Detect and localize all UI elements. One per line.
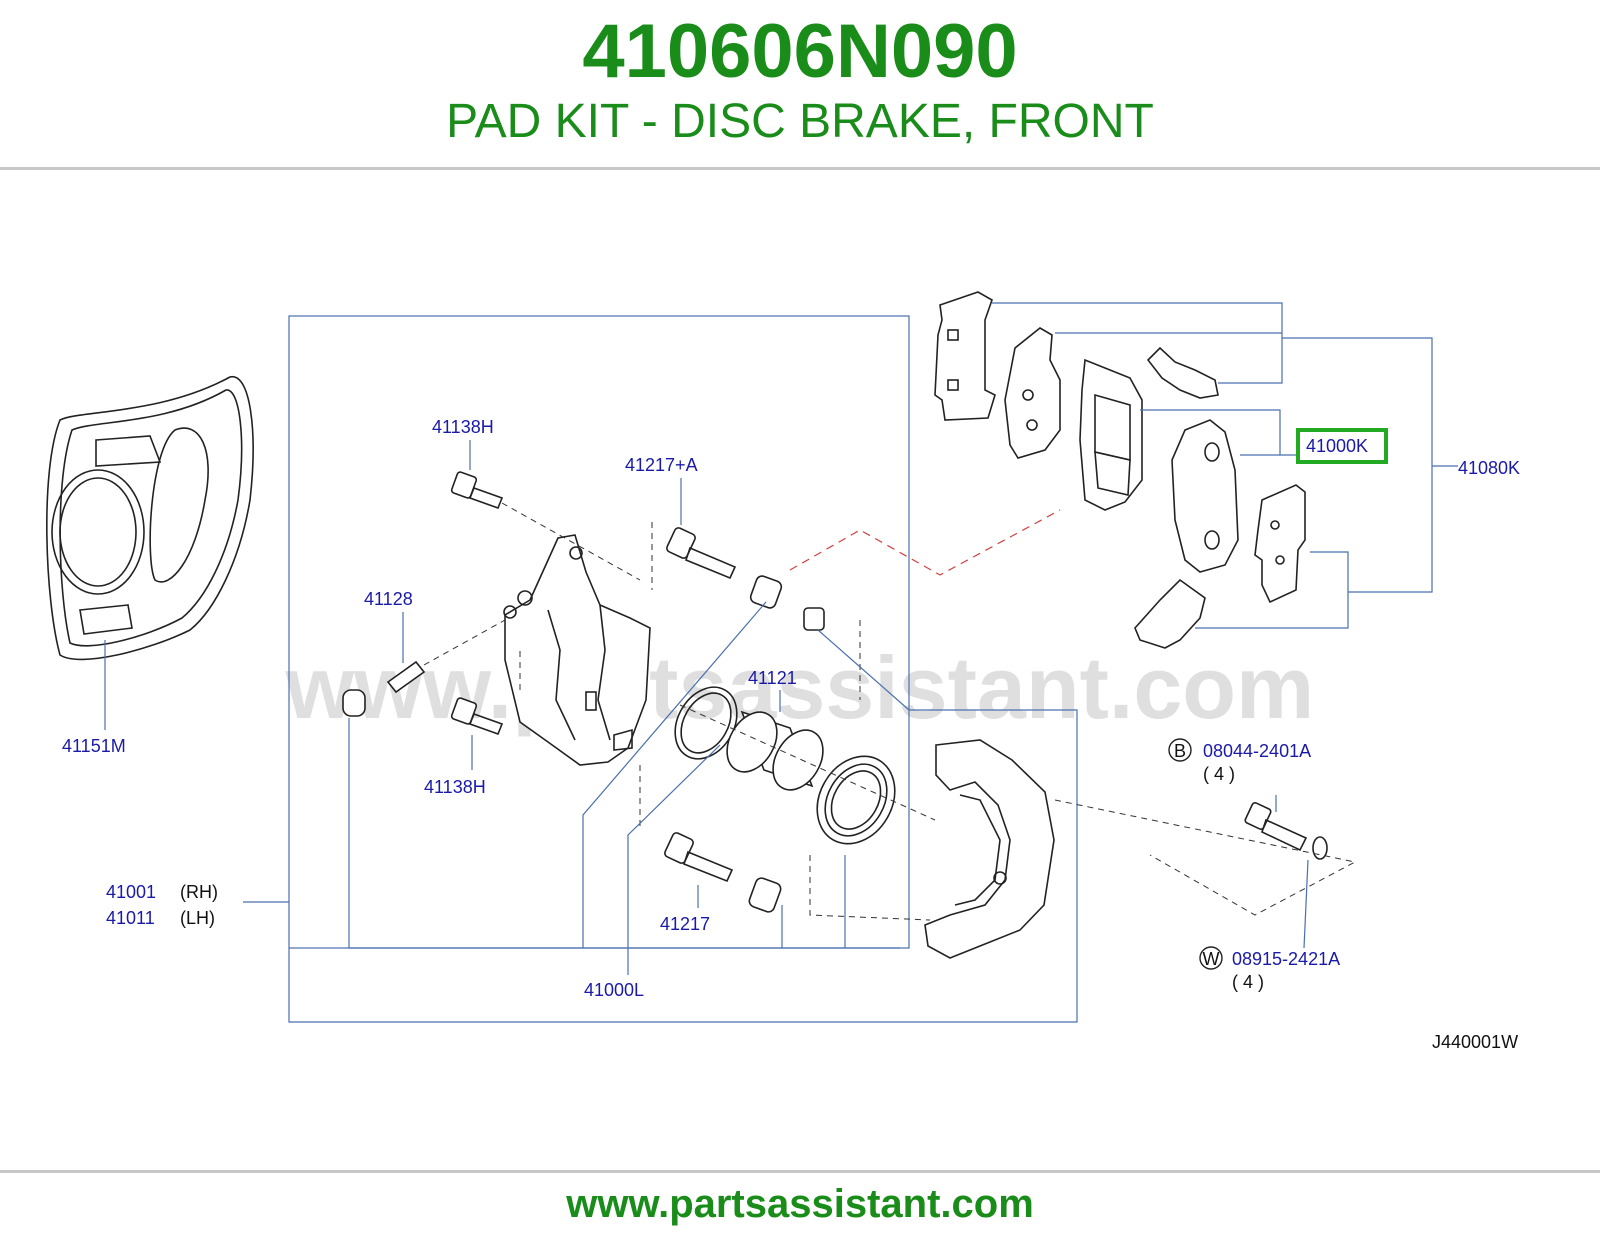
caliper-body-part[interactable] [503, 534, 651, 766]
label-41128[interactable]: 41128 [364, 589, 413, 609]
brake-pad-inner-part[interactable] [1171, 419, 1239, 573]
bolt-marker-letter: B [1174, 741, 1186, 761]
caliper-bracket-part[interactable] [924, 739, 1055, 959]
part-description: PAD KIT - DISC BRAKE, FRONT [446, 95, 1154, 148]
pin-assembly-line [679, 704, 936, 821]
guide-pin-top-part[interactable] [651, 522, 737, 590]
label-41138h-top[interactable]: 41138H [432, 417, 494, 437]
label-41138h-bottom[interactable]: 41138H [424, 777, 486, 797]
label-41151m[interactable]: 41151M [62, 736, 126, 756]
guide-bolt-bottom-part[interactable] [450, 697, 504, 736]
washer-quantity: ( 4 ) [1232, 972, 1264, 992]
label-41000k[interactable]: 41000K [1306, 436, 1368, 456]
bolt-marker-circle [1168, 738, 1192, 762]
watermark-text: www.partsassistant.com [285, 638, 1315, 737]
leader-lines [104, 302, 1458, 975]
caliper-mid-line [519, 620, 861, 700]
footer-divider [0, 1170, 1600, 1173]
bleeder-cap-part[interactable] [342, 689, 366, 717]
label-08915-2421a[interactable]: 08915-2421A [1232, 949, 1340, 969]
guide-bolt-top-part[interactable] [450, 471, 641, 581]
label-41000k-highlight [1296, 428, 1388, 464]
page-header: 410606N090 PAD KIT - DISC BRAKE, FRONT [0, 0, 1600, 170]
bleeder-screw-part[interactable] [386, 619, 506, 694]
label-41011-side: (LH) [180, 908, 215, 928]
brake-pad-outer-part[interactable] [1079, 358, 1143, 511]
dust-shield-part[interactable] [46, 376, 254, 661]
bracket-assembly-line [1054, 799, 1357, 916]
label-41000l[interactable]: 41000L [584, 980, 644, 1000]
piston-part[interactable] [717, 703, 833, 798]
pad-shim-rear-part[interactable] [1254, 484, 1306, 604]
piston-boot-part[interactable] [802, 742, 910, 858]
label-41121[interactable]: 41121 [748, 668, 797, 688]
guide-pin-bottom-part[interactable] [664, 832, 734, 883]
label-41080k[interactable]: 41080K [1458, 458, 1520, 478]
label-08044-2401a[interactable]: 08044-2401A [1203, 741, 1311, 761]
pad-shim-outer-part[interactable] [934, 291, 996, 421]
washer-marker-letter: W [1203, 949, 1220, 969]
label-41011[interactable]: 41011 [106, 908, 155, 928]
caliper-kit-frame [288, 709, 1078, 1023]
lower-pin-line [639, 765, 931, 921]
pin-boot-top-part[interactable] [749, 574, 783, 609]
pin-bushing-part[interactable] [803, 607, 825, 631]
mounting-bolt-part[interactable] [1244, 801, 1308, 852]
washer-part[interactable] [1312, 836, 1328, 860]
label-41001[interactable]: 41001 [106, 882, 156, 902]
label-41217a[interactable]: 41217+A [625, 455, 698, 475]
header-divider [0, 167, 1600, 170]
label-41001-side: (RH) [180, 882, 218, 902]
pad-shim-inner-part[interactable] [1004, 327, 1061, 459]
footer-url-link[interactable]: www.partsassistant.com [566, 1182, 1034, 1226]
bolt-quantity: ( 4 ) [1203, 764, 1235, 784]
part-number-title: 410606N090 [582, 9, 1018, 94]
pad-assembly-line [789, 509, 1061, 576]
label-41217[interactable]: 41217 [660, 914, 710, 934]
washer-marker-circle [1199, 946, 1223, 970]
pin-boot-bottom-part[interactable] [748, 876, 783, 913]
diagram-code: J440001W [1432, 1032, 1518, 1052]
anti-rattle-clip-top-part[interactable] [1146, 346, 1219, 399]
anti-rattle-clip-bottom-part[interactable] [1134, 578, 1206, 649]
